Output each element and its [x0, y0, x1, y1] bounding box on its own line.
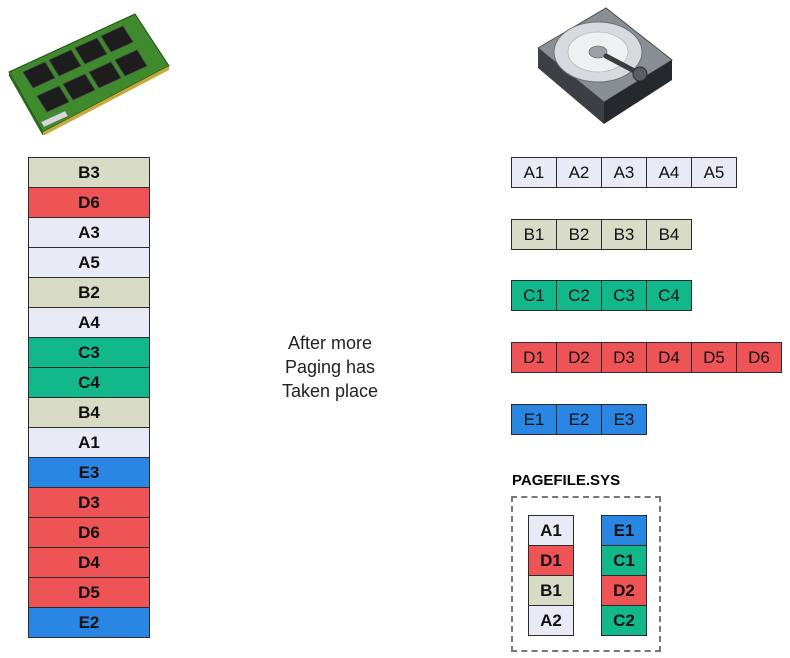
- disk-page-cell: C2: [556, 280, 602, 311]
- disk-page-cell: A5: [691, 157, 737, 188]
- disk-page-cell: C4: [646, 280, 692, 311]
- ram-page-cell: B3: [28, 157, 150, 188]
- disk-page-cell: D4: [646, 342, 692, 373]
- ram-page-cell: D6: [28, 517, 150, 548]
- pagefile-page-cell: D2: [601, 575, 647, 606]
- pagefile-page-cell: A1: [528, 515, 574, 546]
- ram-page-cell: D5: [28, 577, 150, 608]
- ram-page-cell: B4: [28, 397, 150, 428]
- pagefile-page-cell: C2: [601, 605, 647, 636]
- caption-line: After more: [287, 333, 373, 353]
- ram-page-cell: D3: [28, 487, 150, 518]
- disk-page-cell: E1: [511, 404, 557, 435]
- disk-page-cell: B2: [556, 219, 602, 250]
- caption-line: Paging has: [284, 357, 376, 377]
- pagefile-page-cell: A2: [528, 605, 574, 636]
- disk-page-cell: A4: [646, 157, 692, 188]
- disk-page-cell: D2: [556, 342, 602, 373]
- pagefile-page-cell: D1: [528, 545, 574, 576]
- caption-line: Taken place: [281, 381, 379, 401]
- caption: After more Paging has Taken place: [255, 331, 405, 403]
- ram-page-cell: A3: [28, 217, 150, 248]
- ram-module-icon: [8, 13, 170, 135]
- hard-drive-icon: [537, 7, 673, 124]
- ram-page-cell: A4: [28, 307, 150, 338]
- disk-page-cell: D3: [601, 342, 647, 373]
- disk-page-cell: E3: [601, 404, 647, 435]
- disk-page-cell: B4: [646, 219, 692, 250]
- disk-page-cell: B1: [511, 219, 557, 250]
- disk-page-cell: A2: [556, 157, 602, 188]
- disk-page-cell: A1: [511, 157, 557, 188]
- disk-page-cell: D1: [511, 342, 557, 373]
- pagefile-page-cell: E1: [601, 515, 647, 546]
- ram-page-cell: B2: [28, 277, 150, 308]
- pagefile-title: PAGEFILE.SYS: [512, 472, 621, 489]
- ram-page-cell: A5: [28, 247, 150, 278]
- disk-page-cell: A3: [601, 157, 647, 188]
- disk-page-cell: C3: [601, 280, 647, 311]
- ram-page-cell: C4: [28, 367, 150, 398]
- pagefile-page-cell: B1: [528, 575, 574, 606]
- ram-page-cell: D6: [28, 187, 150, 218]
- disk-page-cell: B3: [601, 219, 647, 250]
- ram-page-cell: C3: [28, 337, 150, 368]
- disk-page-cell: C1: [511, 280, 557, 311]
- ram-page-cell: E2: [28, 607, 150, 638]
- ram-page-cell: E3: [28, 457, 150, 488]
- disk-page-cell: D5: [691, 342, 737, 373]
- disk-page-cell: D6: [736, 342, 782, 373]
- pagefile-page-cell: C1: [601, 545, 647, 576]
- ram-page-cell: D4: [28, 547, 150, 578]
- ram-page-cell: A1: [28, 427, 150, 458]
- disk-page-cell: E2: [556, 404, 602, 435]
